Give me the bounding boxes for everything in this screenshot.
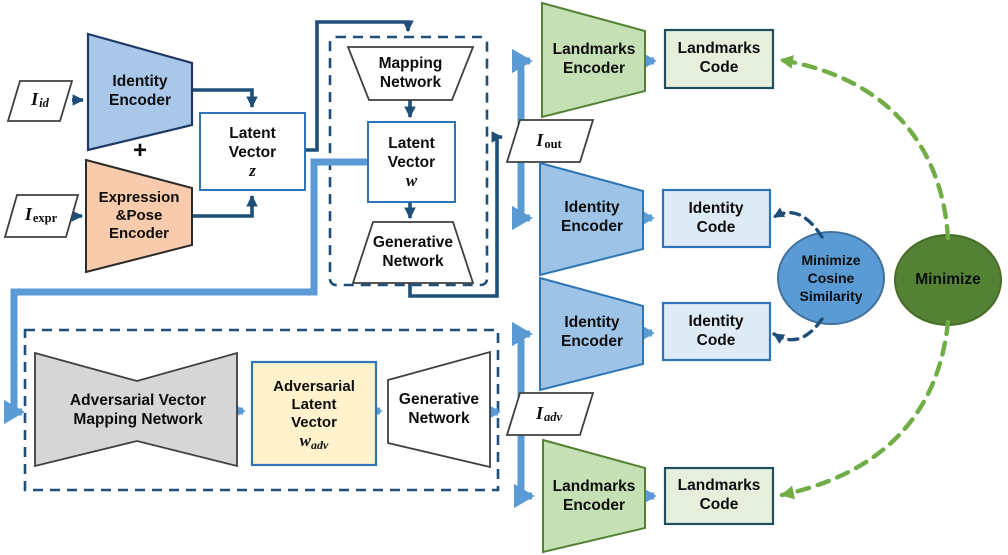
arrow-identity-encoder-to-latent-z [192, 88, 258, 109]
adversarial-vector-mapping-network-shape [34, 351, 238, 468]
minimize-circle [894, 234, 1002, 326]
identity-code-r3-box [661, 301, 772, 362]
iout-parallelogram [505, 119, 595, 163]
arrow-generative-to-iout [408, 131, 504, 298]
latent-vector-w-box [367, 121, 456, 203]
minimize-cosine-similarity-ellipse [777, 231, 885, 325]
arrow-latent-z-to-mapping-network [305, 20, 414, 152]
landmarks-code-top-box [663, 28, 775, 90]
latent-vector-z-box [199, 112, 306, 191]
identity-code-r2-box [661, 188, 772, 249]
landmarks-encoder-top-shape [541, 1, 646, 119]
arrow-iout-to-identity-encoder-r2 [511, 150, 533, 231]
input-iid-parallelogram [6, 80, 74, 122]
dashed-arrow-minimize-to-landmarks-code-bottom [779, 319, 951, 500]
generative-network-top-shape [351, 221, 475, 284]
dashed-arrow-cosine-to-identity-code-r2 [772, 207, 824, 239]
iadv-parallelogram [505, 392, 595, 436]
arrow-latent-w-to-adv-mapping [3, 158, 368, 425]
arrow-expression-encoder-to-latent-z [192, 194, 258, 218]
adversarial-latent-vector-box [250, 360, 378, 467]
dashed-arrow-minimize-to-landmarks-code-top [778, 55, 951, 241]
input-iexpr-parallelogram [3, 194, 80, 238]
landmarks-code-bottom-box [663, 466, 775, 526]
dashed-arrow-cosine-to-identity-code-r3 [772, 317, 824, 344]
identity-encoder-r2-shape [539, 161, 644, 277]
identity-encoder-r3-shape [539, 276, 644, 392]
mapping-network-shape [346, 46, 475, 101]
identity-encoder-shape [86, 32, 194, 152]
expression-pose-encoder-shape [85, 158, 193, 274]
generative-network-bottom-shape [387, 350, 491, 469]
landmarks-encoder-bottom-shape [542, 438, 646, 554]
